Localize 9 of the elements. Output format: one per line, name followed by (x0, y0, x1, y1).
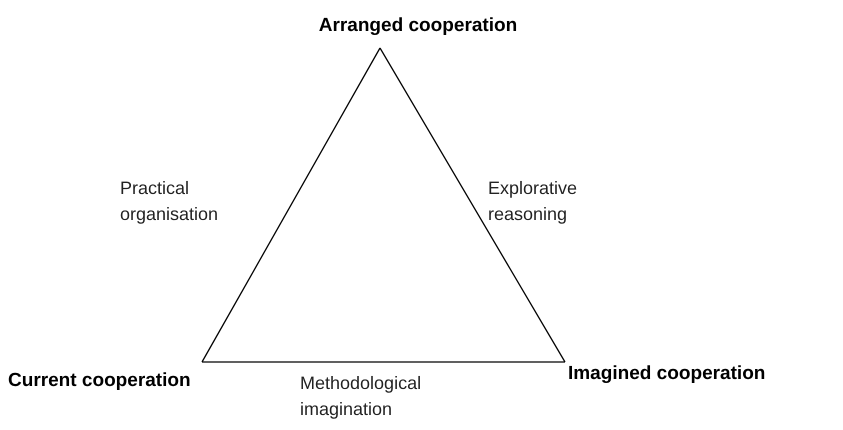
vertex-label: Imagined cooperation (568, 362, 840, 386)
vertex-label: Current cooperation (8, 369, 268, 393)
edge-label: Practical organisation (120, 177, 220, 226)
triangle-side (379, 48, 566, 362)
triangle-side (202, 361, 565, 363)
triangle-side (201, 48, 381, 362)
vertex-label: Arranged cooperation (268, 14, 568, 38)
edge-label: Explorative reasoning (488, 177, 578, 226)
edge-label: Methodological imagination (300, 372, 422, 421)
